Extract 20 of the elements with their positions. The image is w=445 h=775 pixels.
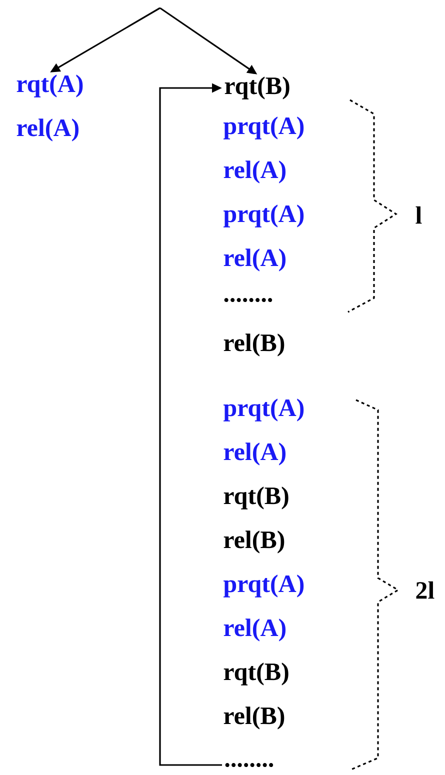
text-label: rqt(B): [224, 486, 288, 510]
text-label: prqt(A): [224, 398, 304, 422]
text-label: rel(A): [224, 618, 286, 642]
text-label: 2l: [416, 581, 434, 599]
text-label: rel(B): [224, 334, 284, 356]
text-label: prqt(A): [224, 204, 304, 228]
text-label: rel(A): [224, 442, 286, 466]
text-label: ........: [224, 298, 272, 302]
text-label: l: [416, 206, 422, 224]
text-label: ........: [225, 762, 274, 768]
text-label: rel(B): [224, 530, 284, 554]
text-label: prqt(A): [224, 116, 304, 140]
text-label: rel(B): [224, 706, 284, 730]
text-label: rel(A): [224, 248, 286, 272]
text-label: rqt(B): [224, 76, 290, 100]
arrow: [159, 83, 222, 766]
text-label: prqt(A): [224, 574, 304, 598]
text-label: rqt(B): [224, 662, 288, 686]
text-label: rel(A): [224, 160, 286, 184]
text-label: rqt(A) rel(A): [16, 74, 83, 142]
